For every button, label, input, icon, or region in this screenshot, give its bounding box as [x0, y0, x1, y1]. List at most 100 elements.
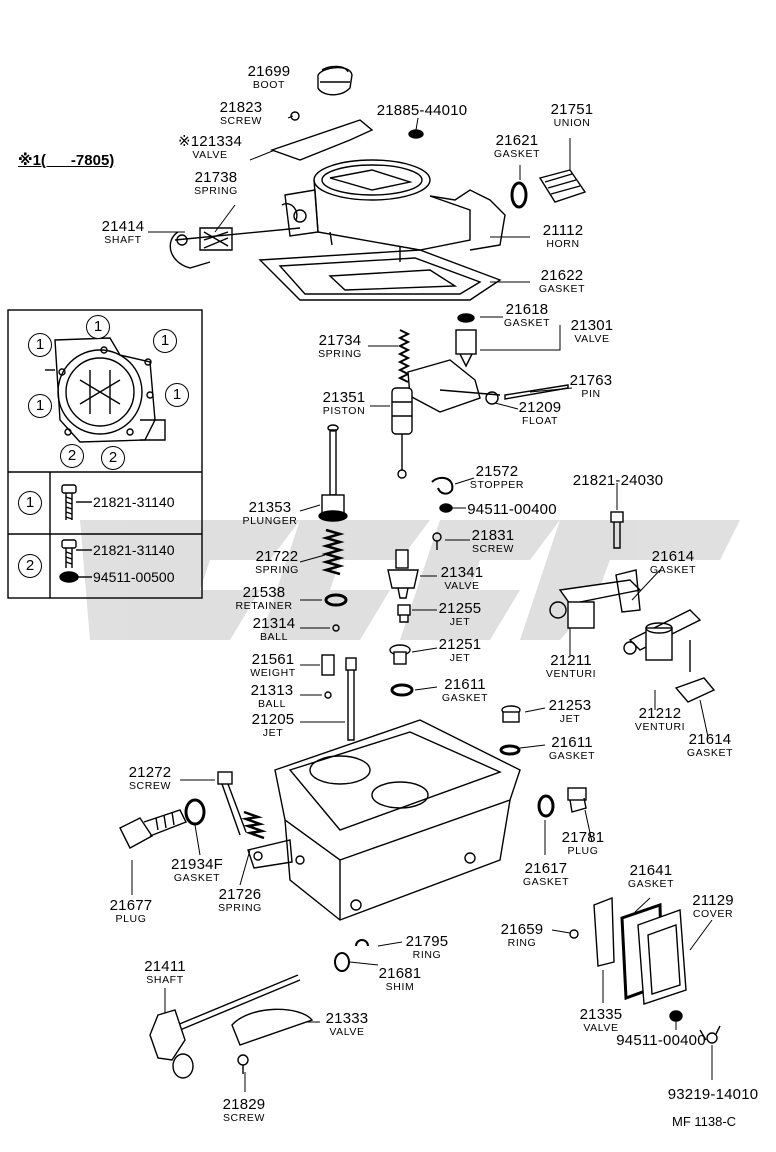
inset-ref-1-right: 1 [153, 329, 177, 353]
ring-21795-part [355, 939, 369, 947]
valve-21334-part [269, 119, 374, 161]
washer-94511-bot-part [669, 1010, 683, 1022]
callout-washer-00400-mid: 94511-00400 [467, 501, 557, 518]
gasket-21611-part [390, 683, 414, 697]
figure-code: MF 1138-C [672, 1114, 737, 1129]
inset-row2-ref: 2 [18, 554, 42, 578]
plug-21677-part [119, 809, 187, 849]
air-horn-part [281, 159, 506, 262]
plunger-part [318, 424, 348, 522]
valve-21335-part [593, 896, 615, 967]
venturi-21212-part [623, 609, 702, 672]
screw-24030-part [610, 511, 624, 549]
gasket-21621-part [510, 181, 528, 209]
inset-ref-1-lower-left: 1 [28, 394, 52, 418]
jet-21255-part [397, 604, 411, 623]
inset-ref-1-left: 1 [28, 333, 52, 357]
shim-21681-part [334, 952, 350, 972]
inset-ref-1-top: 1 [86, 315, 110, 339]
ring-21659-part [569, 929, 579, 939]
gasket-21614-part [674, 677, 716, 703]
inset-ref-2-right: 2 [101, 446, 125, 470]
screw-93219-part [699, 1025, 721, 1044]
spring-21734-part [397, 329, 411, 383]
stopper-part [431, 476, 454, 495]
piston-part [391, 387, 413, 479]
valve-21333-part [231, 1008, 314, 1046]
needle-valve-part [455, 329, 477, 368]
inset-ref-2-left: 2 [60, 444, 84, 468]
gasket-21885-part [408, 129, 424, 139]
union-part [538, 169, 587, 203]
ball-21314-part [332, 624, 340, 632]
callout-washer-00400-bot: 94511-00400 [616, 1032, 706, 1049]
jet-21253-part [501, 705, 521, 723]
screw-21823-part [290, 111, 300, 121]
callout-screw-14010: 93219-14010 [667, 1086, 759, 1103]
cover-21129-part [637, 909, 687, 1005]
gasket-21617-part [537, 794, 555, 818]
inset-row1-ref: 1 [18, 491, 42, 515]
inset-ref-1-lower-right: 1 [165, 383, 189, 407]
washer-94511-mid-part [439, 503, 453, 513]
inset-row1-part: 21821-31140 [93, 494, 175, 510]
power-valve-part [387, 549, 419, 599]
callout-screw-24030: 21821-24030 [572, 472, 664, 489]
spring-21722-part [321, 528, 345, 576]
callout-gasket-44010: 21885-44010 [376, 102, 468, 119]
boot-part [317, 65, 353, 96]
jet-21205-part [345, 657, 357, 741]
inset-screw-2 [59, 539, 92, 583]
float-part [407, 359, 501, 413]
inset-box [7, 309, 203, 599]
screw-21831-part [432, 532, 442, 550]
jet-21251-part [389, 644, 411, 665]
gasket-21618-part [457, 313, 475, 323]
shaft-21411-part [149, 974, 301, 1079]
main-body-part [247, 719, 521, 921]
plug-21781-part [567, 787, 587, 813]
gasket-21622-part [258, 249, 502, 301]
venturi-21211-part [549, 569, 642, 629]
